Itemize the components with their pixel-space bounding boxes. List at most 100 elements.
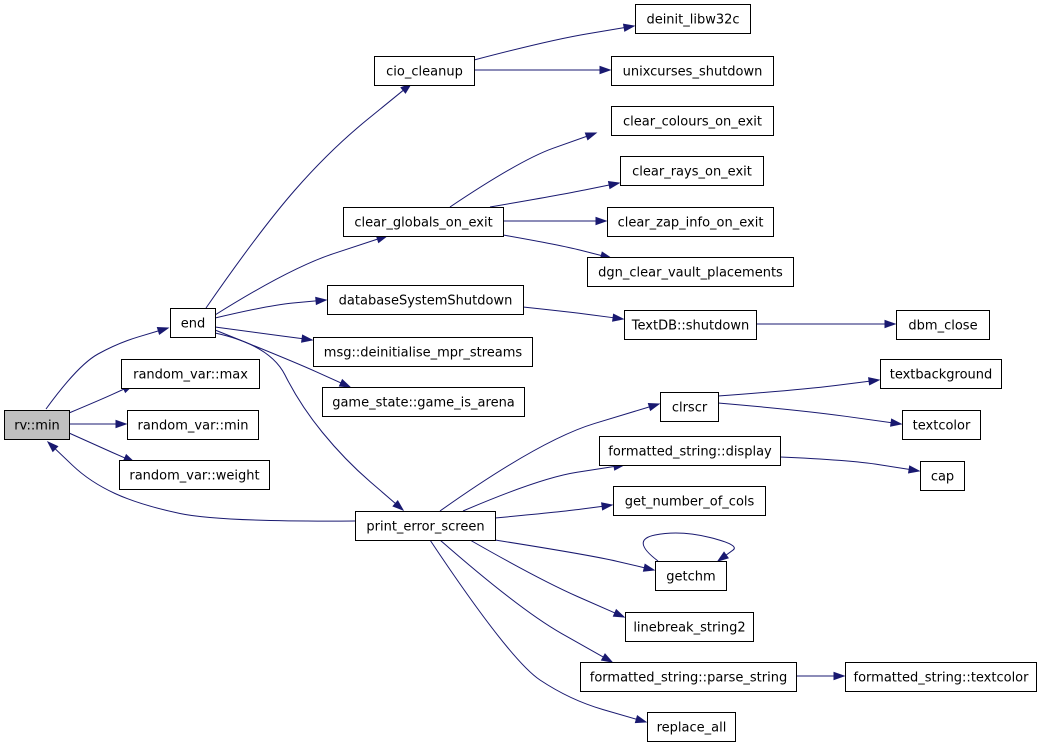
node-box[interactable] — [880, 359, 1002, 389]
node-fs-parse-string[interactable]: formatted_string::parse_string — [580, 662, 797, 692]
edge-databaseSystemShutdown-to-textdb_shutdown — [522, 306, 625, 322]
node-linebreak-string2[interactable]: linebreak_string2 — [625, 612, 754, 642]
node-label: cio_cleanup — [386, 65, 463, 80]
node-rv-max[interactable]: random_var::max — [121, 359, 260, 389]
edge-getchm-to-getchm — [642, 532, 735, 562]
edge-arrowhead — [634, 715, 648, 724]
edge-arrowhead — [156, 326, 170, 336]
node-msg-deinit[interactable]: msg::deinitialise_mpr_streams — [313, 337, 533, 367]
edge-arrowhead — [46, 440, 59, 453]
edge-line — [214, 332, 396, 504]
node-box[interactable] — [121, 359, 260, 389]
node-databaseSystemShutdown[interactable]: databaseSystemShutdown — [327, 285, 524, 315]
node-label: msg::deinitialise_mpr_streams — [324, 346, 523, 361]
edge-print_error_screen-to-replace_all — [429, 539, 648, 724]
node-rv-weight[interactable]: random_var::weight — [119, 460, 270, 490]
node-box[interactable] — [635, 4, 751, 34]
edge-line — [522, 306, 614, 319]
node-box[interactable] — [624, 310, 757, 340]
node-fs-display[interactable]: formatted_string::display — [599, 436, 781, 466]
node-box[interactable] — [845, 662, 1037, 692]
node-cap[interactable]: cap — [920, 461, 965, 491]
edge-line — [642, 532, 735, 562]
node-dgn-clear-vault-placements[interactable]: dgn_clear_vault_placements — [587, 257, 794, 287]
node-fs-textcolor[interactable]: formatted_string::textcolor — [845, 662, 1037, 692]
node-box[interactable] — [127, 410, 259, 440]
node-getchm[interactable]: getchm — [655, 561, 727, 591]
node-box[interactable] — [620, 156, 764, 186]
node-box[interactable] — [374, 56, 475, 86]
edge-arrowhead — [622, 23, 636, 32]
edge-end-to-game_is_arena — [214, 329, 352, 388]
node-get-number-of-cols[interactable]: get_number_of_cols — [613, 486, 766, 516]
node-box[interactable] — [920, 461, 965, 491]
node-dbm-close[interactable]: dbm_close — [896, 310, 990, 340]
node-label: getchm — [666, 570, 715, 585]
node-box[interactable] — [613, 486, 766, 516]
node-box[interactable] — [343, 207, 504, 237]
node-box[interactable] — [611, 106, 774, 136]
edge-rv_min-to-rv_min2 — [69, 419, 128, 429]
edge-arrowhead — [647, 403, 661, 412]
node-clrscr[interactable]: clrscr — [660, 392, 719, 422]
edge-arrowhead — [392, 499, 405, 511]
edge-line — [449, 135, 587, 208]
node-rv-min[interactable]: rv::min — [4, 410, 70, 440]
nodes-layer: rv::min endrandom_var::maxrandom_var::min… — [4, 4, 1037, 742]
node-box[interactable] — [322, 387, 525, 417]
node-box[interactable] — [607, 207, 774, 237]
node-box[interactable] — [902, 410, 981, 440]
edge-arrowhead — [642, 563, 656, 572]
edge-arrowhead — [607, 180, 621, 190]
edge-arrowhead — [716, 551, 729, 562]
node-label: unixcurses_shutdown — [623, 65, 763, 80]
node-clear-colours-on-exit[interactable]: clear_colours_on_exit — [611, 106, 774, 136]
edge-end-to-databaseSystemShutdown — [214, 296, 328, 319]
node-box[interactable] — [580, 662, 797, 692]
node-clear-globals-on-exit[interactable]: clear_globals_on_exit — [343, 207, 504, 237]
node-box[interactable] — [119, 460, 270, 490]
edge-end-to-print_error_screen — [214, 332, 405, 511]
edge-clrscr-to-textcolor — [717, 402, 903, 427]
node-cio-cleanup[interactable]: cio_cleanup — [374, 56, 475, 86]
node-box[interactable] — [625, 612, 754, 642]
node-textdb-shutdown[interactable]: TextDB::shutdown — [624, 310, 757, 340]
edge-print_error_screen-to-fs_parse_string — [439, 539, 614, 663]
edge-print_error_screen-to-getchm — [494, 539, 656, 572]
node-textcolor[interactable]: textcolor — [902, 410, 981, 440]
edge-line — [489, 184, 610, 208]
node-box[interactable] — [660, 392, 719, 422]
node-box[interactable] — [587, 257, 794, 287]
node-clear-rays-on-exit[interactable]: clear_rays_on_exit — [620, 156, 764, 186]
node-box[interactable] — [896, 310, 990, 340]
edge-end-to-msg_deinit — [214, 326, 314, 343]
node-box[interactable] — [313, 337, 533, 367]
edge-print_error_screen-to-clrscr — [439, 403, 661, 512]
edge-arrowhead — [315, 296, 328, 306]
node-box[interactable] — [599, 436, 781, 466]
node-clear-zap-info-on-exit[interactable]: clear_zap_info_on_exit — [607, 207, 774, 237]
node-textbackground[interactable]: textbackground — [880, 359, 1002, 389]
node-deinit-libw32c[interactable]: deinit_libw32c — [635, 4, 751, 34]
node-rv-min2[interactable]: random_var::min — [127, 410, 259, 440]
node-box[interactable] — [655, 561, 727, 591]
edge-arrowhead — [115, 419, 128, 429]
node-game-is-arena[interactable]: game_state::game_is_arena — [322, 387, 525, 417]
edge-clrscr-to-textbackground — [717, 377, 881, 397]
node-replace-all[interactable]: replace_all — [647, 712, 736, 742]
node-box[interactable] — [170, 308, 216, 338]
node-label: end — [181, 317, 206, 332]
node-box[interactable] — [4, 410, 70, 440]
node-label: formatted_string::display — [608, 445, 772, 460]
edge-line — [68, 388, 125, 414]
node-unixcurses-shutdown[interactable]: unixcurses_shutdown — [611, 56, 774, 86]
node-label: textbackground — [890, 368, 993, 383]
edge-line — [214, 326, 303, 340]
node-box[interactable] — [647, 712, 736, 742]
node-end[interactable]: end — [170, 308, 216, 338]
node-box[interactable] — [355, 511, 496, 541]
edge-line — [439, 406, 650, 512]
node-box[interactable] — [327, 285, 524, 315]
node-box[interactable] — [611, 56, 774, 86]
node-print-error-screen[interactable]: print_error_screen — [355, 511, 496, 541]
